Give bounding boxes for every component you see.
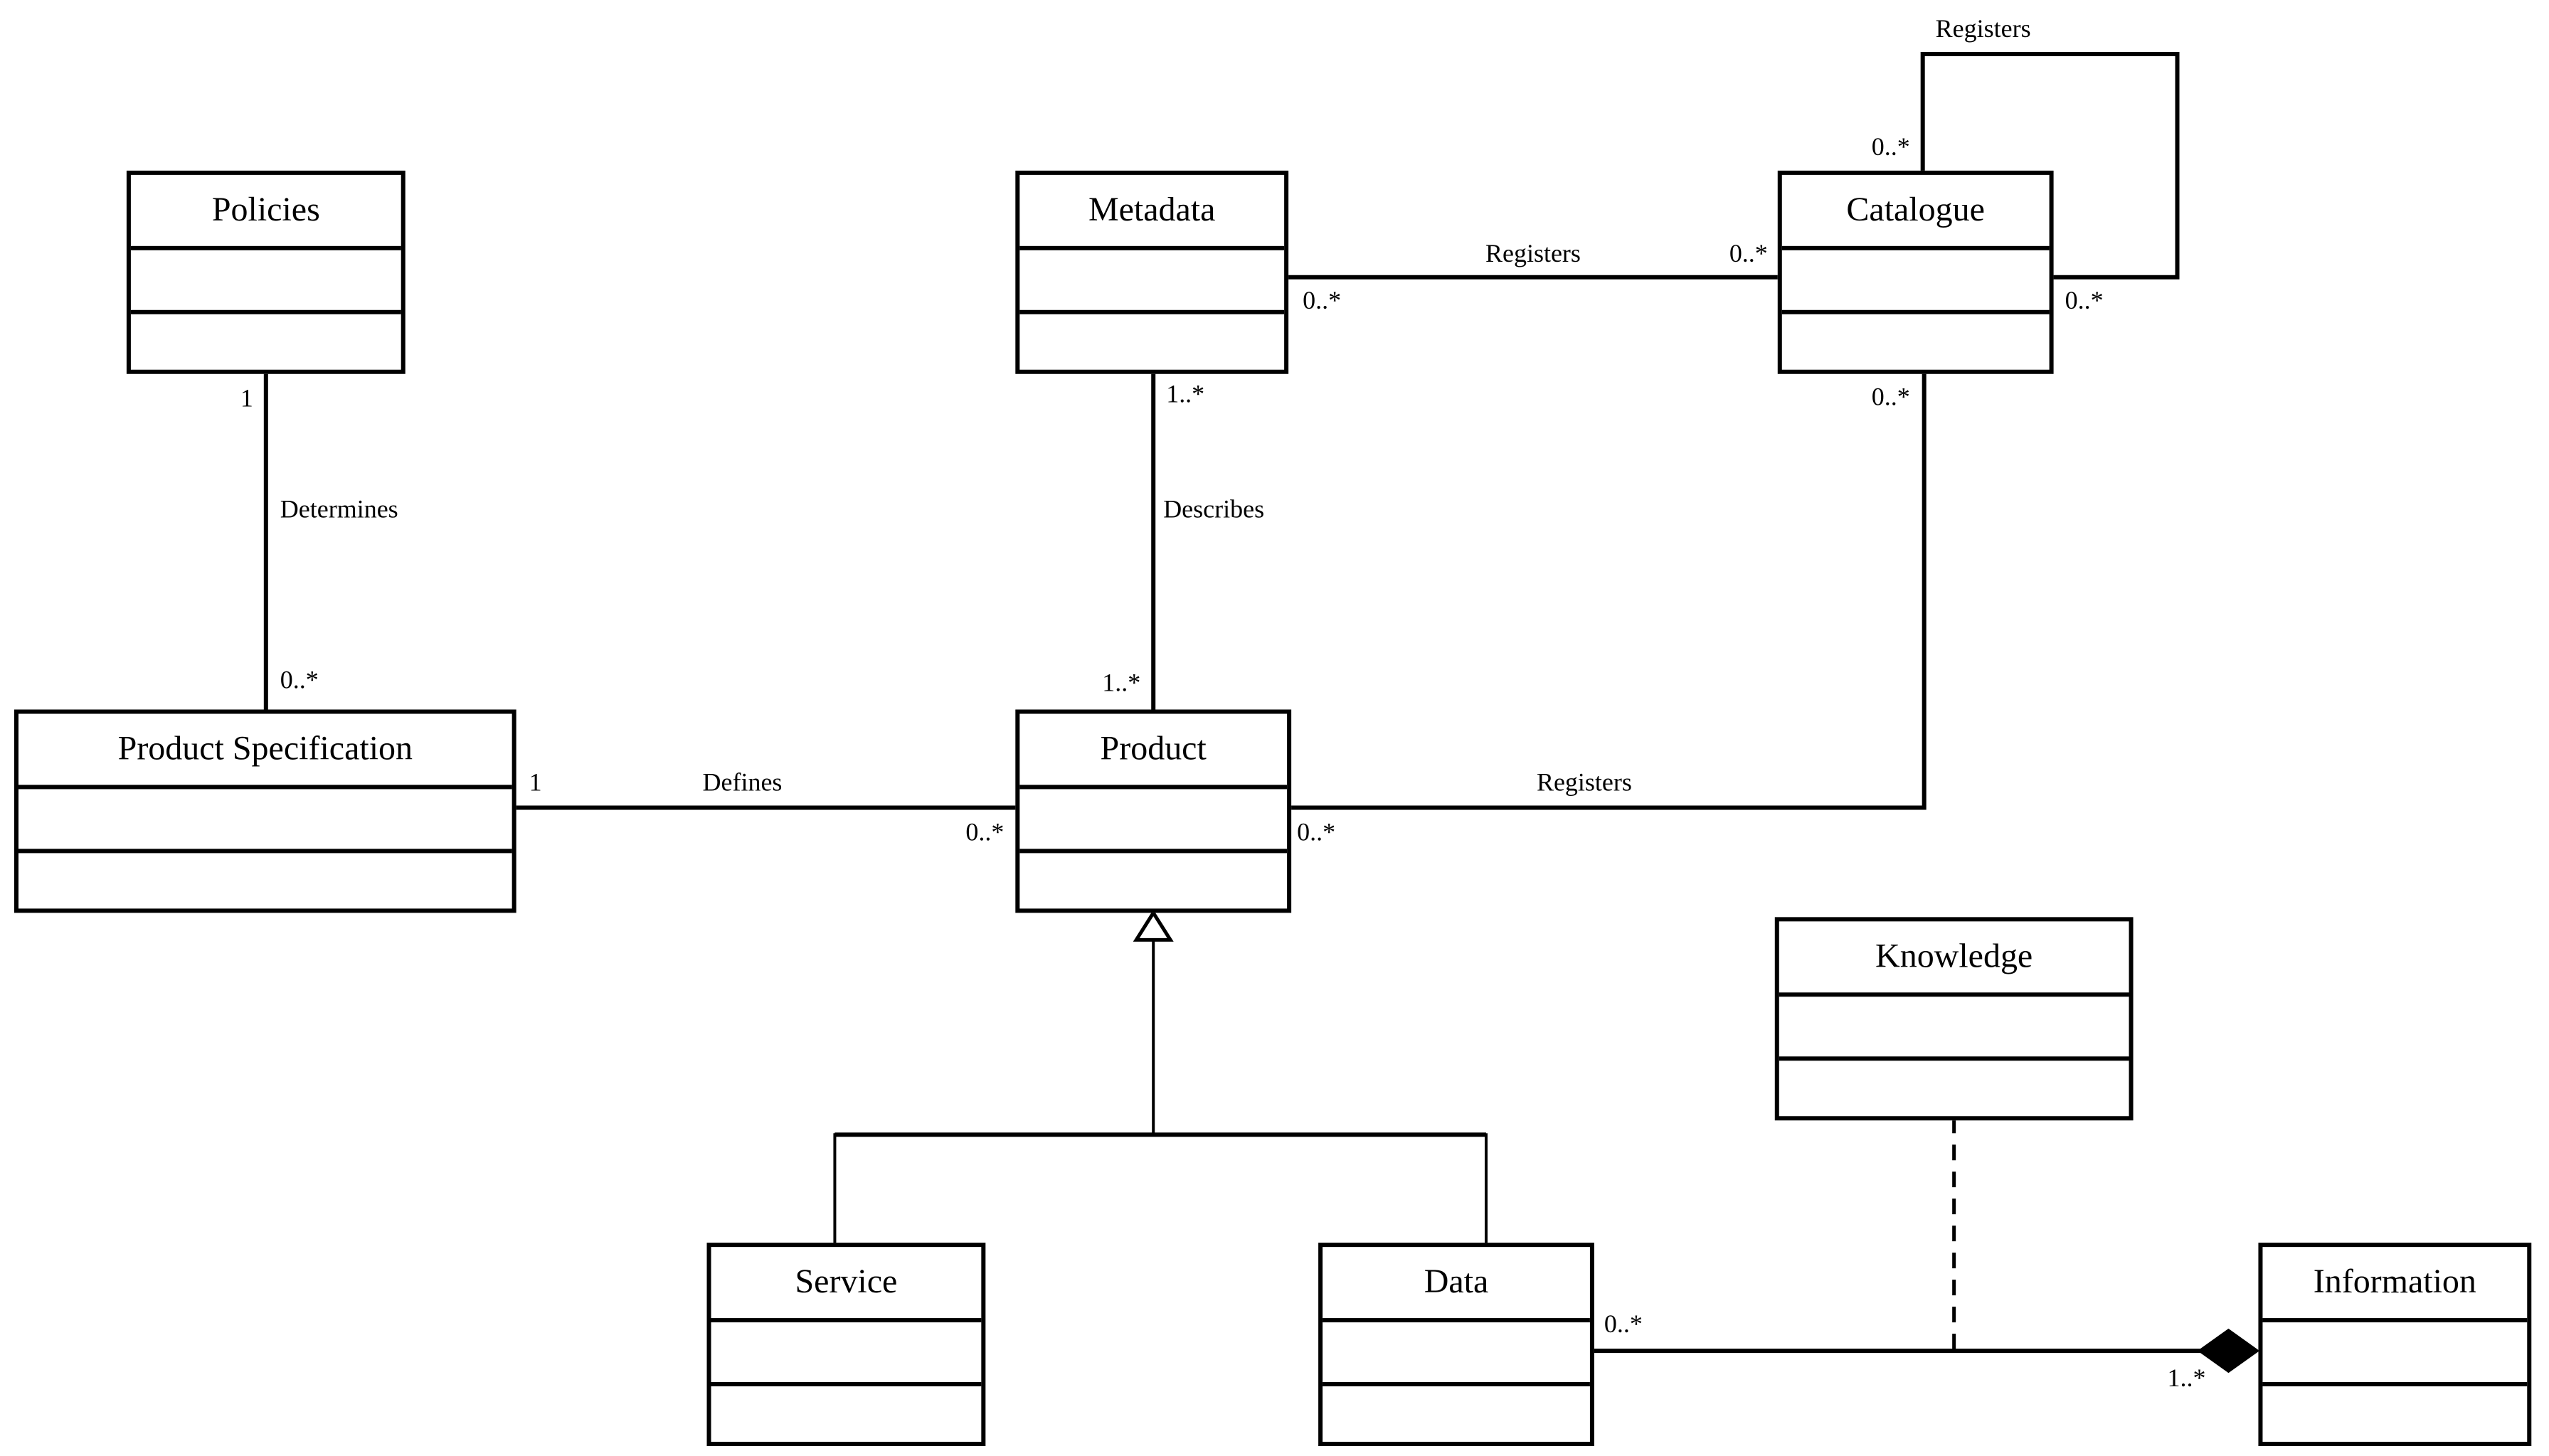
class-data: Data: [1318, 1243, 1594, 1447]
class-product-operations: [1019, 853, 1287, 908]
class-metadata: Metadata: [1015, 170, 1289, 374]
class-information: Information: [2258, 1243, 2532, 1447]
describes-association-label: Describes: [1163, 494, 1265, 524]
class-policies-name: Policies: [130, 175, 401, 250]
class-service: Service: [706, 1243, 986, 1447]
class-data-operations: [1323, 1386, 1590, 1442]
registers-self-right-multiplicity: 0..*: [2065, 285, 2104, 314]
registers-product-catalogue-label: Registers: [1536, 767, 1632, 797]
registers-self-top-multiplicity: 0..*: [1871, 132, 1910, 161]
class-product-specification-attributes: [18, 789, 512, 854]
defines-product-multiplicity: 0..*: [965, 817, 1005, 846]
registers-product-catalogue-line: [1288, 371, 1927, 810]
registers-product-multiplicity: 0..*: [1297, 817, 1336, 846]
class-policies-operations: [131, 314, 401, 370]
class-service-operations: [711, 1386, 982, 1442]
class-knowledge: Knowledge: [1774, 917, 2134, 1121]
class-product-specification-name: Product Specification: [18, 714, 512, 790]
class-catalogue-name: Catalogue: [1781, 175, 2050, 250]
class-metadata-operations: [1019, 314, 1284, 370]
determines-policies-multiplicity: 1: [240, 383, 253, 413]
determines-association-label: Determines: [280, 494, 398, 524]
class-information-operations: [2262, 1386, 2527, 1442]
class-policies-attributes: [130, 250, 401, 314]
registers-metadata-multiplicity: 0..*: [1303, 285, 1342, 314]
class-product-attributes: [1019, 789, 1288, 854]
registers-catalogue-multiplicity: 0..*: [1729, 238, 1768, 267]
class-product-name: Product: [1019, 714, 1288, 790]
class-knowledge-attributes: [1779, 997, 2129, 1061]
registers-catalogue-self-line: [1920, 51, 2180, 280]
registers-catalogue-bottom-multiplicity: 0..*: [1871, 382, 1910, 411]
registers-catalogue-self-label: Registers: [1935, 14, 2031, 43]
class-policies: Policies: [126, 170, 406, 374]
describes-product-multiplicity: 1..*: [1102, 668, 1141, 697]
class-catalogue-operations: [1782, 314, 2050, 370]
composition-data-multiplicity: 0..*: [1604, 1309, 1643, 1339]
class-product: Product: [1015, 709, 1292, 913]
defines-productspec-multiplicity: 1: [529, 767, 542, 797]
class-information-attributes: [2262, 1322, 2528, 1387]
generalization-triangle-icon: [1133, 909, 1174, 942]
class-information-name: Information: [2262, 1247, 2528, 1323]
class-metadata-name: Metadata: [1019, 175, 1285, 250]
composition-information-multiplicity: 1..*: [2167, 1364, 2206, 1393]
defines-association-label: Defines: [702, 767, 783, 797]
class-product-specification-operations: [18, 853, 512, 908]
class-data-name: Data: [1323, 1247, 1590, 1323]
class-service-attributes: [711, 1322, 982, 1387]
class-catalogue-attributes: [1781, 250, 2050, 314]
class-data-attributes: [1323, 1322, 1590, 1387]
class-product-specification: Product Specification: [14, 709, 516, 913]
class-metadata-attributes: [1019, 250, 1285, 314]
composition-diamond-icon: [2197, 1328, 2260, 1373]
class-knowledge-name: Knowledge: [1779, 921, 2129, 997]
describes-metadata-multiplicity: 1..*: [1166, 379, 1205, 408]
registers-metadata-catalogue-label: Registers: [1485, 238, 1581, 267]
class-knowledge-operations: [1779, 1061, 2129, 1116]
class-service-name: Service: [711, 1247, 982, 1323]
class-catalogue: Catalogue: [1777, 170, 2054, 374]
determines-productspec-multiplicity: 0..*: [280, 665, 319, 694]
